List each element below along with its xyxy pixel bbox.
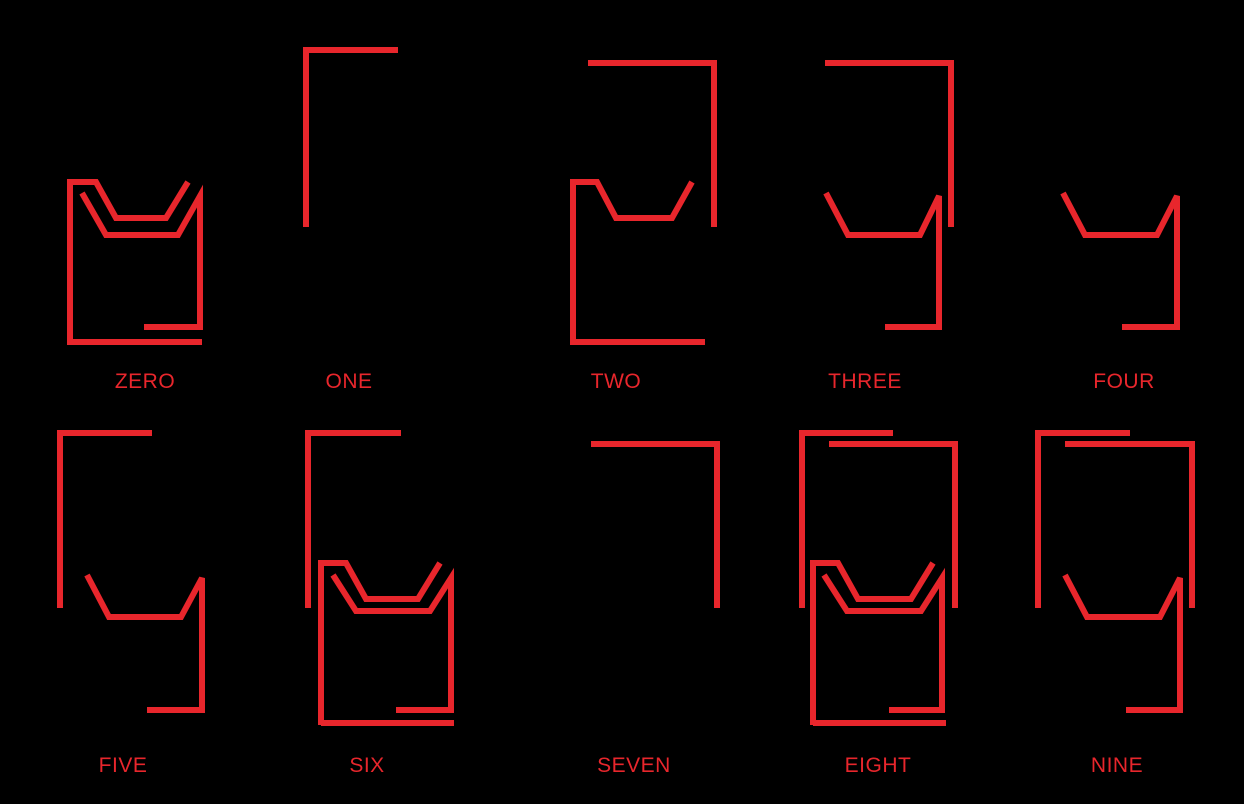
label-four: FOUR bbox=[1093, 370, 1155, 393]
label-two: TWO bbox=[590, 370, 642, 393]
label-eight: EIGHT bbox=[844, 754, 912, 777]
label-zero: ZERO bbox=[114, 370, 176, 393]
glyph-three bbox=[823, 60, 954, 330]
glyph-five bbox=[57, 430, 205, 713]
label-one: ONE bbox=[325, 370, 373, 393]
glyph-six bbox=[305, 430, 454, 726]
glyph-four bbox=[1060, 191, 1180, 330]
glyph-eight bbox=[799, 430, 958, 726]
label-five: FIVE bbox=[98, 754, 148, 777]
glyph-zero bbox=[67, 179, 203, 345]
label-six: SIX bbox=[349, 754, 385, 777]
glyph-nine bbox=[1035, 430, 1195, 713]
label-three: THREE bbox=[828, 370, 902, 393]
glyph-two bbox=[570, 60, 717, 345]
label-seven: SEVEN bbox=[597, 754, 671, 777]
glyph-one bbox=[303, 47, 398, 227]
label-nine: NINE bbox=[1090, 754, 1144, 777]
glyph-seven bbox=[591, 441, 720, 608]
